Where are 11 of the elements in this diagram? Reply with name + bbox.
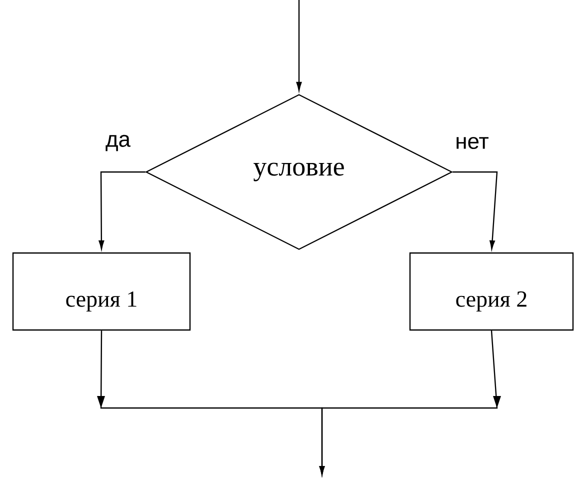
arrow <box>452 171 498 250</box>
node-label: условие <box>254 162 344 182</box>
process-box <box>12 252 191 331</box>
arrow <box>98 171 146 250</box>
process-box <box>409 252 574 331</box>
arrow <box>319 330 501 475</box>
edge-label: да <box>104 134 132 152</box>
node-label: серия 2 <box>456 291 526 312</box>
arrow <box>296 0 302 91</box>
node-label: серия 1 <box>66 291 136 312</box>
edge-label: нет <box>454 136 490 150</box>
